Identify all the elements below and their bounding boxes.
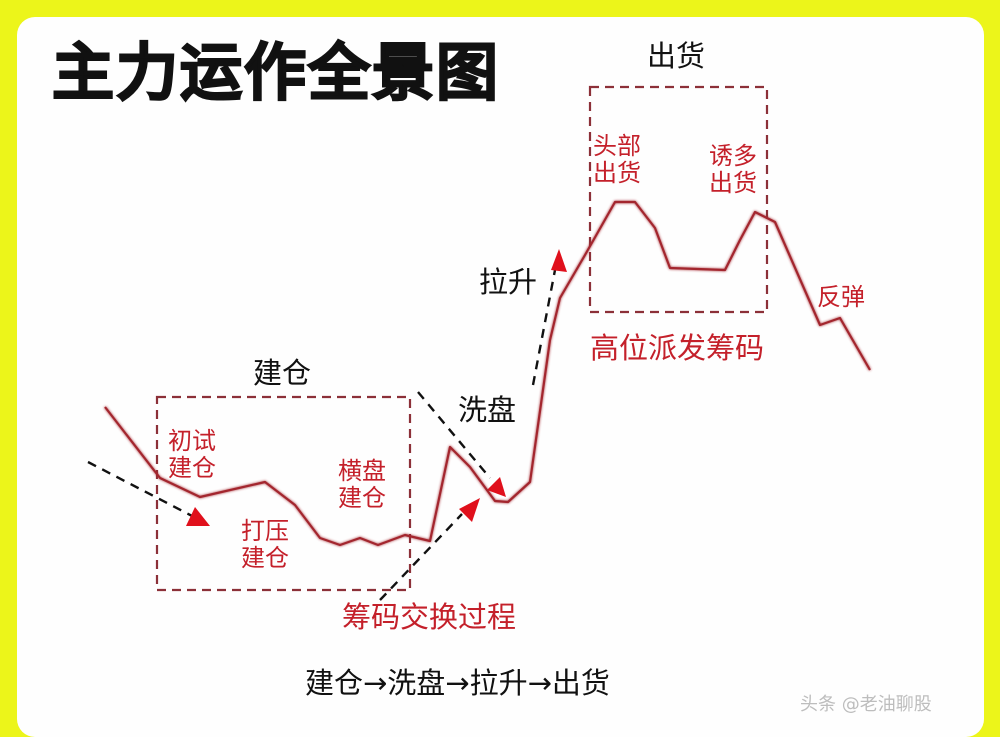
arrow-exchange-line bbox=[379, 513, 463, 601]
card-panel bbox=[17, 17, 984, 737]
accumulate-region-box bbox=[155, 395, 412, 592]
arrowheads bbox=[186, 249, 567, 526]
annotation-initial-build: 初试建仓 bbox=[168, 427, 216, 482]
arrow-rally-line bbox=[531, 269, 557, 386]
annotation-top-distribute: 头部出货 bbox=[593, 132, 641, 187]
page-title: 主力运作全景图 bbox=[51, 36, 501, 109]
price-curve bbox=[104, 200, 871, 547]
annotation-chip-exchange: 筹码交换过程 bbox=[342, 600, 517, 634]
arrowhead-exchange-icon bbox=[459, 498, 480, 522]
stage-label-accumulate: 建仓 bbox=[253, 356, 312, 390]
arrowhead-rally-icon bbox=[551, 249, 567, 272]
annotation-rebound: 反弹 bbox=[817, 283, 865, 311]
flow-summary: 建仓→洗盘→拉升→出货 bbox=[305, 666, 610, 700]
guide-arrows bbox=[87, 269, 557, 601]
stage-label-distribute: 出货 bbox=[647, 39, 706, 73]
annotation-lure-distribute: 诱多出货 bbox=[709, 142, 757, 197]
annotation-high-distribute: 高位派发筹码 bbox=[590, 331, 765, 365]
arrow-build-line bbox=[87, 460, 195, 519]
annotation-sideways-build: 横盘建仓 bbox=[338, 457, 386, 512]
stage-label-rally: 拉升 bbox=[479, 265, 538, 299]
arrow-wash-line bbox=[417, 391, 491, 479]
price-cycle-diagram bbox=[87, 85, 871, 601]
annotation-suppress-build: 打压建仓 bbox=[241, 517, 289, 572]
arrowhead-wash-icon bbox=[487, 477, 506, 497]
watermark: 头条 @老油聊股 bbox=[800, 694, 932, 715]
arrowhead-build-icon bbox=[186, 507, 210, 526]
distribute-region-box bbox=[588, 85, 769, 314]
stage-label-wash: 洗盘 bbox=[458, 393, 517, 427]
